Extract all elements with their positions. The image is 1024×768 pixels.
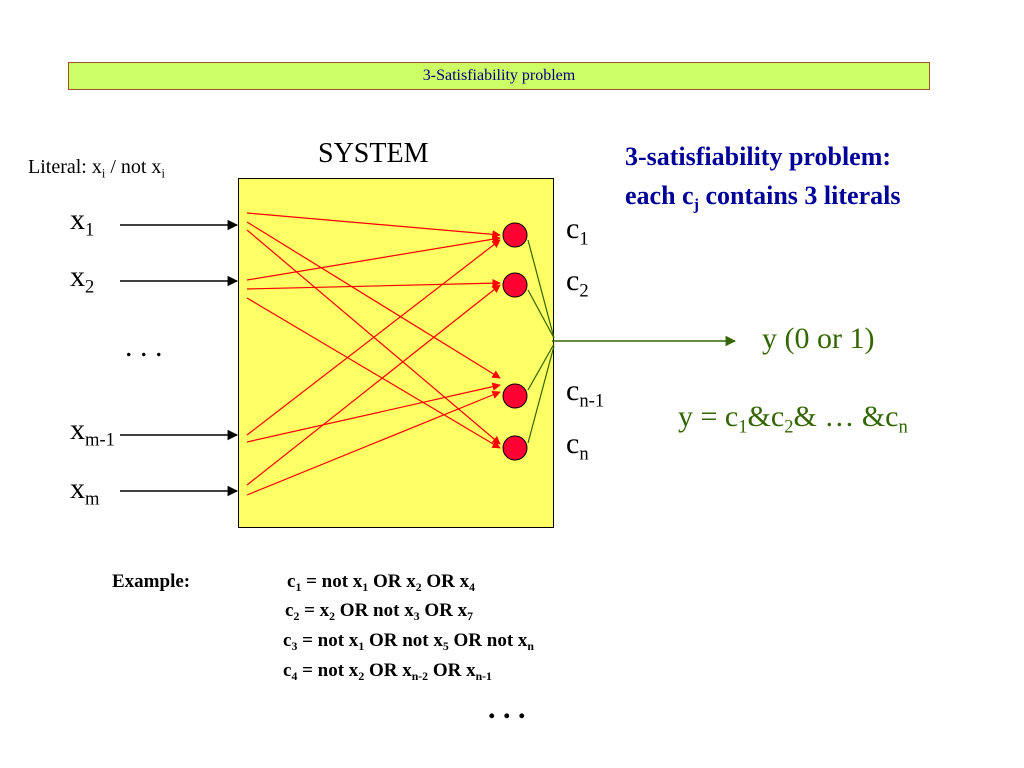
input-label-xm-1: xm-1 [70, 413, 115, 451]
and-edge [527, 239, 555, 339]
example-label: Example: [112, 571, 191, 592]
edge [246, 221, 501, 379]
slide-title: 3-Satisfiability problem [68, 62, 930, 90]
edge [246, 382, 501, 443]
input-label-xm: xm [70, 472, 100, 510]
input-ellipsis: . . . [125, 330, 163, 363]
edge [246, 235, 501, 281]
clause-label-cn-1: cn-1 [566, 374, 605, 412]
and-edge [527, 345, 555, 444]
example-line-3: c3 = not x1 OR not x5 OR not xn [283, 630, 534, 654]
example-ellipsis: . . . [488, 692, 526, 725]
clause-label-cn: cn [566, 427, 589, 465]
clause-node-c1 [502, 222, 528, 248]
output-formula: y = c1&c2& … &cn [678, 400, 908, 438]
literal-label: Literal: xi / not xi [28, 156, 165, 181]
system-label: SYSTEM [318, 138, 429, 169]
output-label: y (0 or 1) [762, 322, 875, 355]
problem-description-line1: 3-satisfiability problem: [625, 142, 892, 171]
clause-label-c1: c1 [566, 212, 589, 250]
clause-node-cn-1 [502, 383, 528, 409]
example-line-4: c4 = not x2 OR xn-2 OR xn-1 [283, 660, 492, 684]
input-label-x2: x2 [70, 260, 95, 298]
edge [246, 284, 501, 486]
clause-node-cn [502, 435, 528, 461]
example-line-1: c1 = not x1 OR x2 OR x4 [287, 571, 475, 595]
problem-description-line2: each cj contains 3 literals [625, 181, 901, 214]
edge [246, 212, 501, 239]
edge [246, 239, 501, 436]
edge [246, 390, 501, 496]
input-label-x1: x1 [70, 203, 95, 241]
and-edge [527, 289, 555, 339]
clause-node-c2 [502, 272, 528, 298]
example-line-2: c2 = x2 OR not x3 OR x7 [285, 600, 473, 624]
system-box [238, 178, 554, 528]
edge [246, 297, 501, 449]
edge [246, 278, 501, 290]
and-edge [527, 343, 555, 391]
clause-label-c2: c2 [566, 264, 589, 302]
